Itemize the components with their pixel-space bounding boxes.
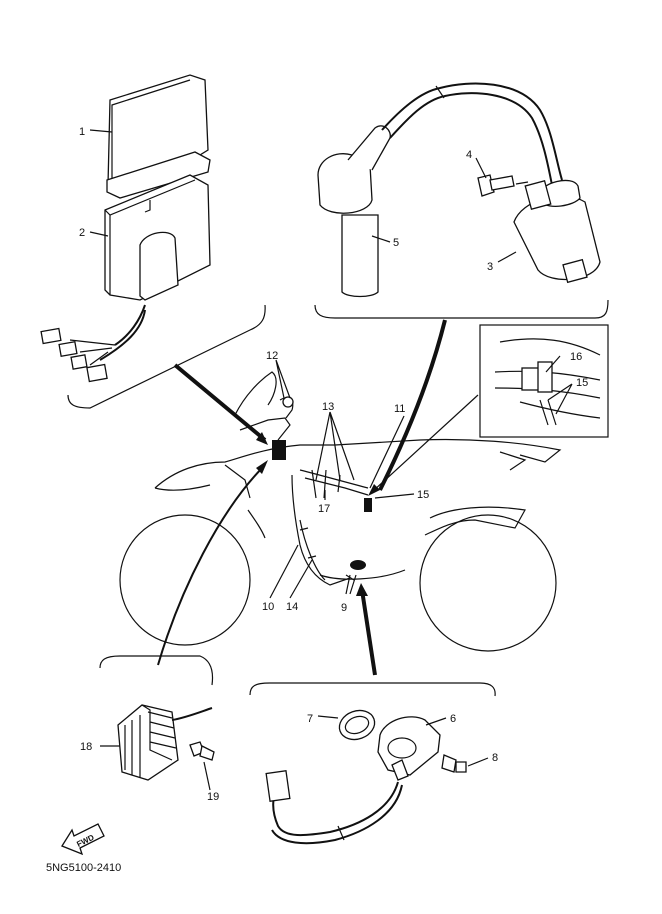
- callout-9: 9: [341, 602, 347, 614]
- callout-12: 12: [266, 350, 278, 362]
- callout-3: 3: [487, 261, 493, 273]
- pointer-arrow-coil: [378, 319, 447, 491]
- callout-15-inset: 15: [576, 377, 588, 389]
- inset-pointer-line: [371, 394, 479, 493]
- callout-16: 16: [570, 351, 582, 363]
- callout-bracket-coil: [314, 299, 609, 319]
- callout-bracket-rectifier: [99, 655, 214, 686]
- callout-8: 8: [492, 752, 498, 764]
- rectifier-regulator-group: [117, 704, 215, 781]
- callout-10: 10: [262, 601, 274, 613]
- pointer-arrow-cdi: [173, 363, 267, 442]
- sensor-group: [265, 709, 467, 845]
- callout-1: 1: [79, 126, 85, 138]
- forward-direction-arrow: FWD: [61, 823, 105, 856]
- diagram-code: 5NG5100-2410: [46, 862, 121, 874]
- callout-11: 11: [394, 403, 405, 415]
- callout-19: 19: [207, 791, 219, 803]
- pointer-line-rectifier: [157, 464, 266, 666]
- callout-bracket-sensor: [249, 682, 496, 697]
- callout-4: 4: [466, 149, 472, 161]
- ignition-coil-group: [317, 82, 601, 298]
- callout-5: 5: [393, 237, 399, 249]
- cdi-unit-group: [40, 74, 211, 383]
- callout-15: 15: [417, 489, 429, 501]
- leader-lines: [89, 129, 573, 791]
- callout-2: 2: [79, 227, 85, 239]
- callout-bracket-cdi: [67, 304, 266, 409]
- detail-inset-group: [479, 324, 609, 438]
- callout-18: 18: [80, 741, 92, 753]
- callout-13: 13: [322, 401, 334, 413]
- callout-14: 14: [286, 601, 298, 613]
- motorcycle-silhouette: [119, 371, 562, 652]
- callout-6: 6: [450, 713, 456, 725]
- callout-17: 17: [318, 503, 330, 515]
- callout-7: 7: [307, 713, 313, 725]
- pointer-arrow-sensor: [360, 589, 377, 676]
